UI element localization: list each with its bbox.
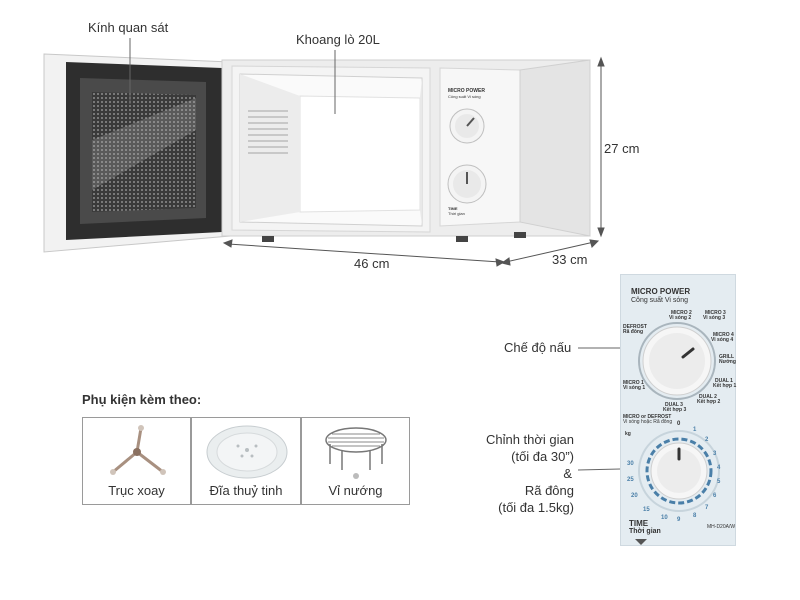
- mode-micro3-vi: Vi sóng 3: [703, 315, 726, 321]
- timer-num-25: 25: [627, 477, 634, 483]
- timer-num-1: 1: [693, 427, 697, 433]
- grill-rack-icon: [325, 427, 387, 479]
- timer-num-9: 9: [677, 517, 681, 523]
- power-title: MICRO POWER: [631, 287, 691, 296]
- mode-dual2-vi: Kết hợp 2: [697, 399, 721, 405]
- mode-micro1-vi: Vi sóng 1: [623, 385, 646, 391]
- timer-kg: kg: [625, 431, 631, 437]
- mode-micro4: MICRO 4: [713, 332, 734, 338]
- power-dial[interactable]: [635, 319, 719, 403]
- timer-num-3: 3: [713, 451, 717, 457]
- mw-time-text: TIME: [448, 206, 458, 211]
- accessory-label: Đĩa thuỷ tinh: [209, 483, 283, 498]
- timer-num-15: 15: [643, 507, 650, 513]
- model-number: MH-D20A/W: [707, 524, 736, 530]
- time-callout-line1: Chỉnh thời gian: [485, 432, 574, 447]
- control-panel-closeup: MICRO POWER Công suất Vi sóng MICRO 2 Vi…: [620, 274, 736, 546]
- mode-dual3: DUAL 3: [665, 402, 683, 408]
- accessory-glass-plate: Đĩa thuỷ tinh: [191, 417, 301, 505]
- cook-mode-label: Chế độ nấu: [504, 340, 572, 355]
- mode-dual2: DUAL 2: [699, 394, 717, 400]
- mode-dual1: DUAL 1: [715, 378, 733, 384]
- timer-num-4: 4: [717, 465, 721, 471]
- time-callout: Chỉnh thời gian (tối đa 30”) & Rã đông (…: [460, 431, 574, 516]
- timer-num-30: 30: [627, 461, 634, 467]
- cavity-label: Khoang lò 20L: [296, 32, 380, 47]
- time-callout-line3: &: [563, 466, 572, 481]
- triangle-marker-icon: [635, 539, 647, 545]
- mode-defrost-vi: Rã đông: [623, 329, 643, 335]
- mode-grill: GRILL: [719, 354, 734, 360]
- callout-lines: [129, 38, 661, 471]
- glass-plate-icon: [206, 425, 288, 479]
- height-label: 27 cm: [604, 141, 640, 156]
- accessory-grill-rack: Vỉ nướng: [301, 417, 410, 505]
- dimension-lines: [222, 56, 605, 267]
- accessory-roller-ring: Trục xoay: [82, 417, 191, 505]
- microwave-body: [221, 59, 591, 242]
- accessory-label: Vỉ nướng: [328, 483, 383, 498]
- width-label: 46 cm: [354, 256, 390, 271]
- mode-micro2-vi: Vi sóng 2: [669, 315, 692, 321]
- accessories-title: Phụ kiện kèm theo:: [82, 392, 202, 407]
- accessory-label: Trục xoay: [108, 483, 165, 498]
- viewing-glass-label: Kính quan sát: [88, 20, 169, 35]
- timer-dial[interactable]: [637, 429, 721, 513]
- mw-power-text: MICRO POWER: [448, 88, 485, 94]
- time-title: TIME: [629, 519, 649, 528]
- time-subtitle: Thời gian: [629, 528, 661, 535]
- timer-num-20: 20: [631, 493, 638, 499]
- timer-num-7: 7: [705, 505, 709, 511]
- microwave-door: [43, 53, 231, 253]
- roller-ring-icon: [110, 425, 166, 475]
- mode-micro2: MICRO 2: [671, 310, 692, 316]
- power-dial-pointer: [681, 347, 695, 359]
- mode-defrost: DEFROST: [623, 324, 647, 330]
- mw-power-vi-text: Công suất Vi sóng: [448, 94, 481, 99]
- timer-num-8: 8: [693, 513, 697, 519]
- timer-num-0: 0: [677, 421, 681, 427]
- power-subtitle: Công suất Vi sóng: [631, 297, 689, 304]
- mode-micro1: MICRO 1: [623, 380, 644, 386]
- time-callout-line2: (tối đa 30”): [511, 449, 574, 464]
- mode-micro4-vi: Vi sóng 4: [711, 337, 734, 343]
- mode-dual3-vi: Kết hợp 3: [663, 407, 687, 413]
- timer-num-10: 10: [661, 515, 668, 521]
- timer-num-6: 6: [713, 493, 717, 499]
- mw-time-vi-text: Thời gian: [448, 211, 465, 216]
- depth-label: 33 cm: [552, 252, 588, 267]
- mode-dual1-vi: Kết hợp 1: [713, 383, 737, 389]
- mode-micro3: MICRO 3: [705, 310, 726, 316]
- mode-grill-vi: Nướng: [719, 359, 736, 365]
- timer-header: MICRO or DEFROST: [623, 414, 672, 420]
- time-callout-line4: Rã đông: [524, 483, 574, 498]
- timer-num-5: 5: [717, 479, 721, 485]
- timer-num-2: 2: [705, 437, 709, 443]
- timer-header-vi: Vi sóng hoặc Rã đông: [623, 419, 673, 425]
- time-callout-line5: (tối đa 1.5kg): [498, 500, 574, 515]
